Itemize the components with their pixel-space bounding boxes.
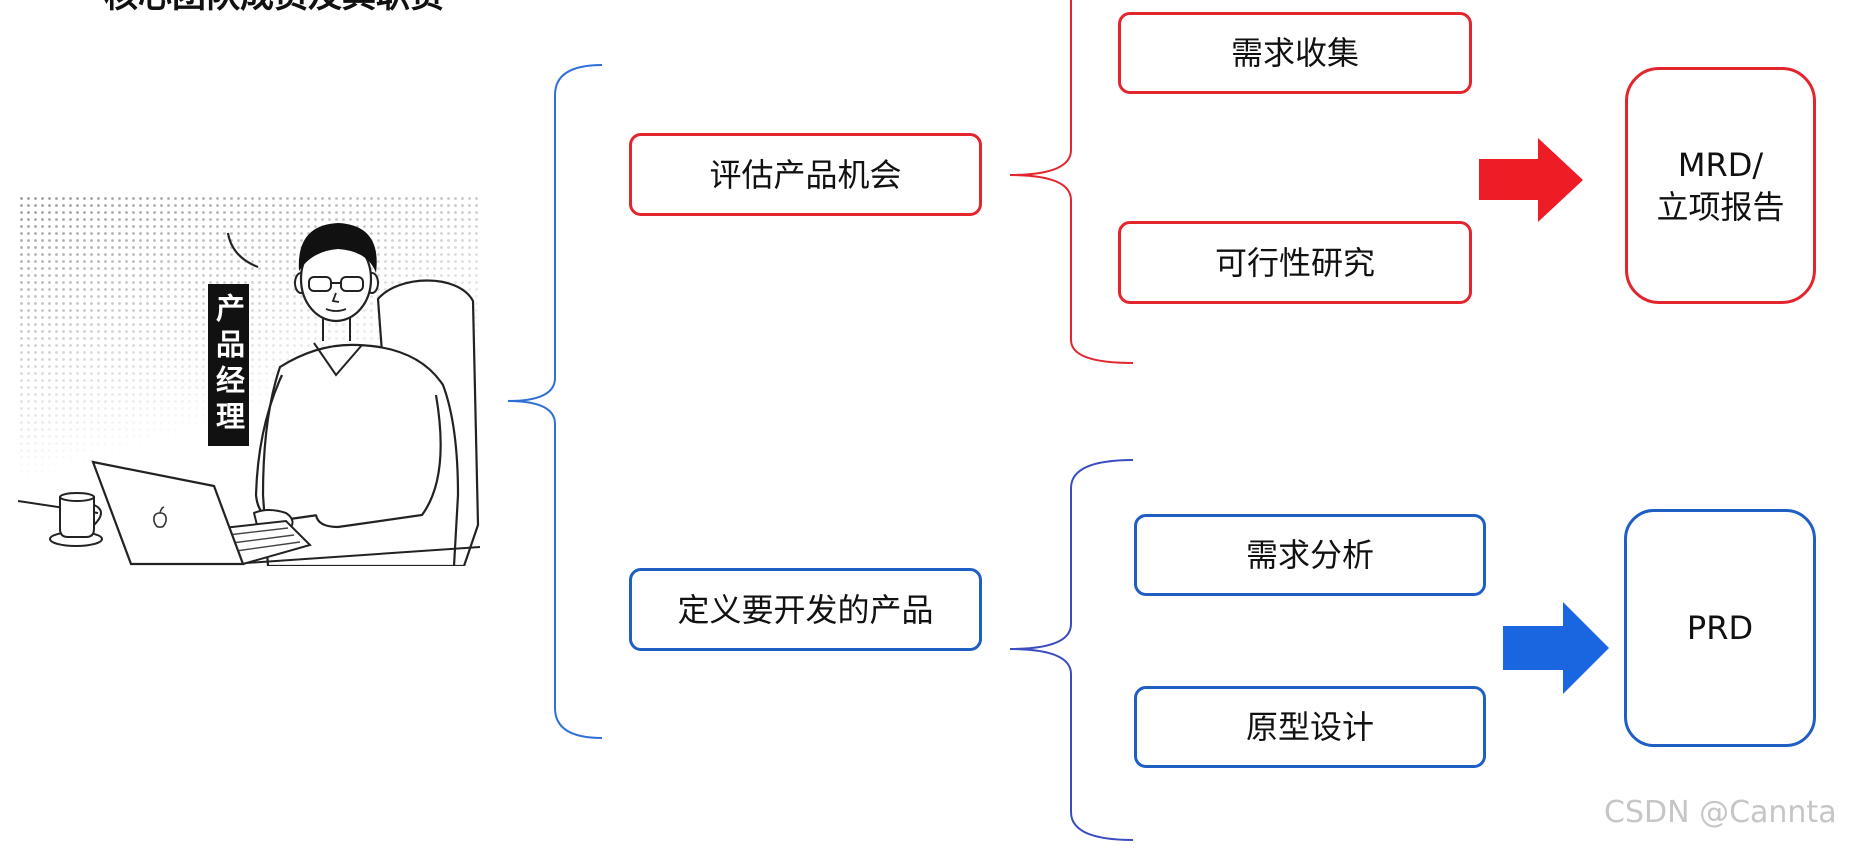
laptop-keys	[227, 527, 301, 552]
sweater-collar	[313, 342, 363, 377]
laptop-lid	[91, 460, 245, 566]
person-hair	[298, 223, 377, 273]
assess-bracket	[1009, 0, 1134, 364]
output-prd: PRD	[1624, 509, 1816, 747]
role-label: 产品经理	[211, 293, 246, 437]
product-manager-illustration	[18, 195, 480, 566]
desk-front	[245, 546, 480, 564]
person-nose	[331, 292, 340, 303]
page-title-clip: 核心团队成员及其职责	[100, 0, 500, 15]
right-arrow-icon	[1503, 602, 1609, 694]
role-label-box	[208, 284, 249, 446]
mug-rim	[59, 492, 95, 502]
node-requirement-analysis: 需求分析	[1134, 514, 1486, 596]
output-prd-label: PRD	[1686, 609, 1754, 647]
mug-handle	[93, 504, 102, 526]
output-mrd: MRD/ 立项报告	[1625, 67, 1816, 304]
output-mrd-line-2: 立项报告	[1656, 187, 1785, 226]
right-arrow-icon	[1479, 138, 1583, 222]
speech-mark	[226, 232, 259, 269]
watermark: CSDN @Cannta	[1604, 795, 1837, 830]
node-prototype-design: 原型设计	[1134, 686, 1486, 768]
person-mouth	[325, 308, 347, 312]
node-feasibility-study: 可行性研究	[1118, 221, 1472, 304]
root-bracket	[507, 64, 603, 739]
output-mrd-line-1: MRD/	[1677, 145, 1764, 184]
page-title: 核心团队成员及其职责	[104, 0, 444, 13]
node-define-product: 定义要开发的产品	[629, 568, 982, 651]
node-assess-opportunity: 评估产品机会	[629, 133, 982, 216]
right-arm	[314, 394, 442, 529]
define-bracket	[1009, 459, 1134, 841]
node-requirement-collection: 需求收集	[1118, 12, 1472, 94]
coffee-mug	[59, 496, 95, 538]
apple-logo-icon	[153, 506, 167, 528]
